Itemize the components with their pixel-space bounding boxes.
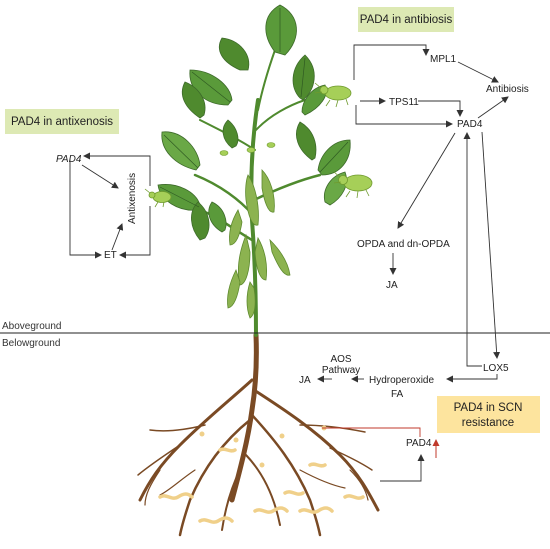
box-scn-bg	[437, 396, 540, 433]
arrow-roots-to-pad4	[380, 454, 425, 482]
arrow-lox5-to-hydroperoxide	[446, 374, 498, 383]
label-pathway: Pathway	[322, 365, 360, 376]
aphid-small-2	[246, 147, 256, 153]
antixenosis-pathway: PAD4 Antixenosis ET	[56, 152, 151, 261]
arrow-pad4-to-lox5	[481, 131, 501, 359]
opda-pathway: OPDA and dn-OPDA JA	[357, 132, 456, 291]
aphid-small-3	[266, 142, 276, 148]
label-pad4-top: PAD4	[457, 119, 483, 130]
label-et: ET	[104, 250, 117, 261]
label-ja-bottom: JA	[299, 375, 311, 386]
antibiosis-pathway: MPL1 Antibiosis TPS11 PAD4	[353, 44, 529, 130]
label-hydroperoxide: Hydroperoxide	[369, 375, 434, 386]
nematodes	[158, 447, 365, 524]
label-tps11: TPS11	[389, 97, 419, 108]
label-pad4-bottom: PAD4	[406, 438, 432, 449]
arrow-pad4-to-et-loop	[69, 159, 102, 259]
aphid-left	[144, 188, 172, 208]
scn-pad4-pathway: PAD4	[322, 427, 440, 482]
leaf-veins	[159, 8, 349, 208]
belowground-label: Belowground	[2, 338, 60, 349]
arrow-lox5-up-to-pad4	[463, 132, 482, 367]
arrow-pad4-to-opda	[397, 132, 456, 229]
label-opda: OPDA and dn-OPDA	[357, 239, 450, 250]
label-antixenosis: Antixenosis	[127, 173, 138, 224]
aboveground-label: Aboveground	[2, 321, 62, 332]
label-antibiosis: Antibiosis	[486, 84, 529, 95]
box-antibiosis: PAD4 in antibiosis	[358, 7, 454, 32]
box-scn-text-line1: PAD4 in SCN	[454, 402, 523, 414]
box-antibiosis-bg	[358, 7, 454, 32]
aphid-top	[314, 82, 352, 108]
aphid-small-1	[219, 150, 229, 156]
label-pad4-left: PAD4	[56, 154, 82, 165]
label-ja-top: JA	[386, 280, 398, 291]
box-antixenosis-text: PAD4 in antixenosis	[11, 116, 113, 128]
lox5-pathway: LOX5	[446, 131, 509, 383]
arrow-tps11-to-pad4	[418, 100, 464, 117]
soybean-pods	[227, 169, 291, 319]
root-system	[137, 332, 380, 537]
arrow-mpl1-to-antibiosis	[457, 61, 499, 83]
box-antixenosis-bg	[5, 109, 119, 134]
arrow-pad4-to-antibiosis	[477, 96, 509, 119]
arrow-aphid-to-antixenosis-loop	[119, 206, 151, 259]
label-mpl1: MPL1	[430, 54, 457, 65]
belowground-ja-pathway: Hydroperoxide FA AOS Pathway JA	[299, 354, 434, 400]
arrow-aphid-to-mpl1	[353, 44, 430, 80]
aphid-right	[333, 171, 373, 199]
box-scn: PAD4 in SCN resistance	[437, 396, 540, 433]
aphids	[144, 82, 373, 208]
root-nematode-signal-line	[322, 427, 421, 437]
box-scn-text-line2: resistance	[462, 417, 514, 429]
label-aos: AOS	[330, 354, 351, 365]
box-antibiosis-text: PAD4 in antibiosis	[360, 14, 453, 26]
arrow-aphid-to-pad4-loop	[83, 152, 151, 186]
label-fa: FA	[391, 389, 404, 400]
box-antixenosis: PAD4 in antixenosis	[5, 109, 119, 134]
arrow-pad4-to-antixenosis	[81, 164, 119, 189]
arrow-et-to-antixenosis	[111, 223, 124, 251]
label-lox5: LOX5	[483, 363, 509, 374]
arrow-aphid-to-pad4	[355, 105, 453, 128]
nematode-cysts	[199, 425, 327, 468]
